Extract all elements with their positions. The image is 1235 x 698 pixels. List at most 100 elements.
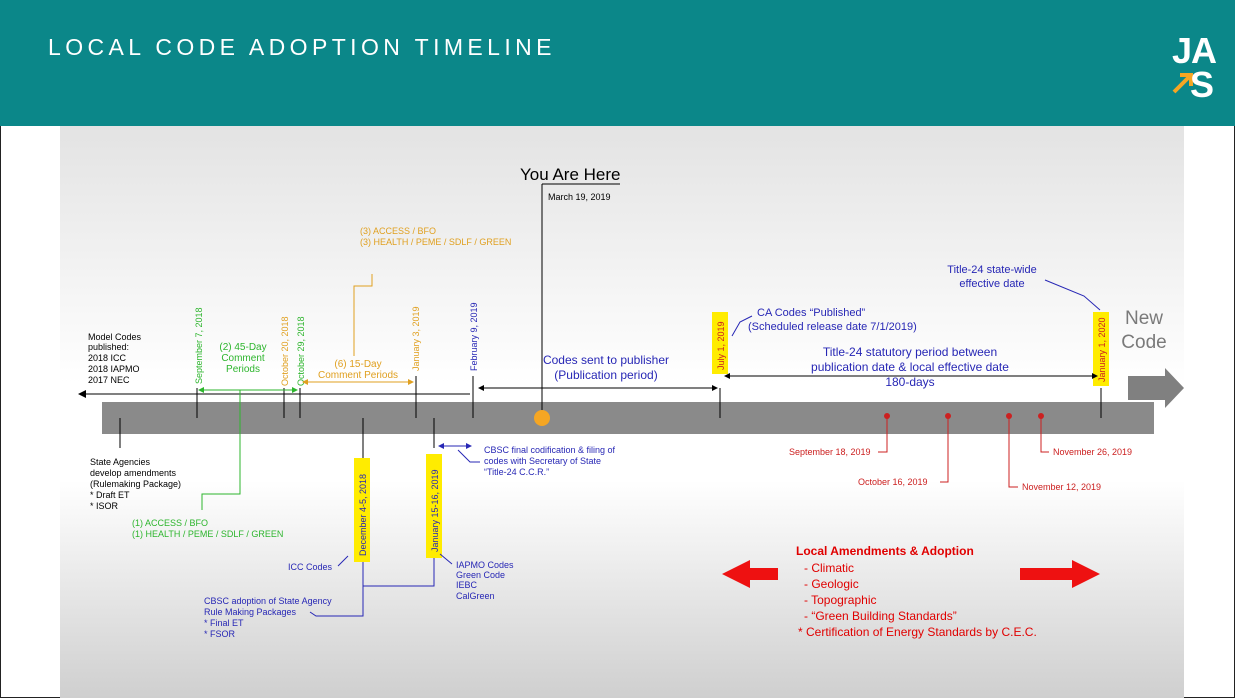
access-3-text: (3) ACCESS / BFO (3) HEALTH / PEME / SDL… [360,226,511,247]
cbsc-final-line: CBSC final codification & filing of [484,445,616,455]
comment-15-line: (6) 15-Day [334,359,381,370]
state-agencies-line: * ISOR [90,501,119,511]
header-bar: LOCAL CODE ADOPTION TIMELINE JA S [0,0,1235,126]
model-codes-line: 2018 ICC [88,353,127,363]
model-codes-line: 2018 IAPMO [88,364,140,374]
title24-stat-text: Title-24 statutory period between public… [811,345,1009,389]
date-jan1: January 1, 2020 [1097,317,1107,382]
left-red-arrow [722,560,778,588]
model-codes-text: Model Codes published: 2018 ICC 2018 IAP… [88,332,142,385]
date-dot [884,413,890,419]
state-agencies-line: develop amendments [90,468,177,478]
cbsc-adopt-line: * FSOR [204,629,236,639]
arrow-head [292,387,298,393]
arrow-head [724,373,730,379]
cbsc-adopt-line: * Final ET [204,618,244,628]
date-highlight [1093,312,1109,386]
arrow-head [302,379,308,385]
date-highlight [426,454,442,558]
title24-stat-line: Title-24 statutory period between [823,345,997,359]
iapmo-connector [439,553,453,565]
iapmo-text: IAPMO Codes Green Code IEBC CalGreen [456,560,514,601]
logo-text-top: JA [1172,30,1217,71]
date-dot [1038,413,1044,419]
cbsc-final-line: “Title-24 C.C.R.” [484,467,549,477]
local-item: * Certification of Energy Standards by C… [798,625,1037,639]
model-codes-line: published: [88,342,129,352]
arrow-up-right-icon [1172,73,1193,94]
arrow-head [198,387,204,393]
red-date: October 16, 2019 [858,477,928,487]
left-arrow-head [78,390,86,398]
access-1-connector [201,390,241,510]
right-red-arrow [1020,560,1100,588]
connector-line [1040,416,1049,453]
connector-line [878,416,888,453]
title24-stat-line: publication date & local effective date [811,360,1009,374]
codes-sent-line: Codes sent to publisher [543,353,669,367]
red-date-dots [884,413,1044,419]
codes-sent-line: (Publication period) [554,368,657,382]
icc-codes-label: ICC Codes [288,562,333,572]
date-dec45: December 4-5, 2018 [358,474,368,556]
comment-45-line: Periods [226,364,260,375]
cbsc-adopt-text: CBSC adoption of State Agency Rule Makin… [204,596,332,639]
new-code-line: New [1125,308,1163,329]
arrow-head [1092,373,1098,379]
date-dot [945,413,951,419]
model-codes-line: 2017 NEC [88,375,130,385]
codes-sent-text: Codes sent to publisher (Publication per… [543,353,669,382]
slide-title: LOCAL CODE ADOPTION TIMELINE [48,34,556,60]
access-1-line: (1) HEALTH / PEME / SDLF / GREEN [132,529,283,539]
comment-45-line: (2) 45-Day [219,342,266,353]
ca-published-connector [731,315,753,337]
cbsc-adopt-line: Rule Making Packages [204,607,297,617]
red-date: November 26, 2019 [1053,447,1132,457]
iapmo-line: IEBC [456,580,478,590]
local-item: - Climatic [804,561,854,575]
new-code-arrow [1128,368,1184,408]
title24-sw-text: Title-24 state-wide effective date [947,264,1036,290]
new-code-line: Code [1121,332,1166,353]
title24-sw-connector [1044,279,1101,311]
arrow-head [438,443,444,449]
logo-text-bottom: S [1190,64,1215,105]
state-agencies-text: State Agencies develop amendments (Rulem… [90,457,181,511]
arrow-head [712,385,718,391]
access-3-line: (3) ACCESS / BFO [360,226,436,236]
access-1-line: (1) ACCESS / BFO [132,518,208,528]
local-title: Local Amendments & Adoption [796,544,974,558]
cbsc-adopt-connector [309,586,364,617]
state-agencies-line: (Rulemaking Package) [90,479,181,489]
date-sep7: September 7, 2018 [194,307,204,384]
iapmo-line: CalGreen [456,591,495,601]
comment-45-text: (2) 45-Day Comment Periods [219,342,266,375]
comment-45-line: Comment [221,353,265,364]
red-date-labels: September 18, 2019 October 16, 2019 Nove… [789,447,1132,492]
local-items: - Climatic - Geologic - Topographic - “G… [798,561,1037,639]
red-date-connectors [878,416,1049,488]
arrow-head [478,385,484,391]
you-are-here-label: You Are Here [520,165,621,184]
access-3-connector [353,274,373,356]
cbsc-final-text: CBSC final codification & filing of code… [484,445,616,477]
connector-line [363,558,435,587]
connector-line [1008,416,1018,488]
date-highlight [712,312,728,374]
iapmo-line: IAPMO Codes [456,560,514,570]
arrow-head [408,379,414,385]
title24-sw-line: effective date [959,278,1024,290]
timeline-diagram: You Are Here March 19, 2019 Model Codes … [60,126,1184,698]
date-dot [1006,413,1012,419]
you-are-here-date: March 19, 2019 [548,192,611,202]
title24-sw-line: Title-24 state-wide [947,264,1036,276]
new-code-text: New Code [1121,308,1166,353]
ticks-below [119,418,435,458]
local-item: - Geologic [804,577,859,591]
connector-line [940,416,949,483]
ca-published-text: CA Codes “Published” (Scheduled release … [748,307,917,333]
ticks-above [196,376,1102,418]
iapmo-line: Green Code [456,570,505,580]
cbsc-final-line: codes with Secretary of State [484,456,601,466]
date-oct20: October 20, 2018 [280,316,290,386]
